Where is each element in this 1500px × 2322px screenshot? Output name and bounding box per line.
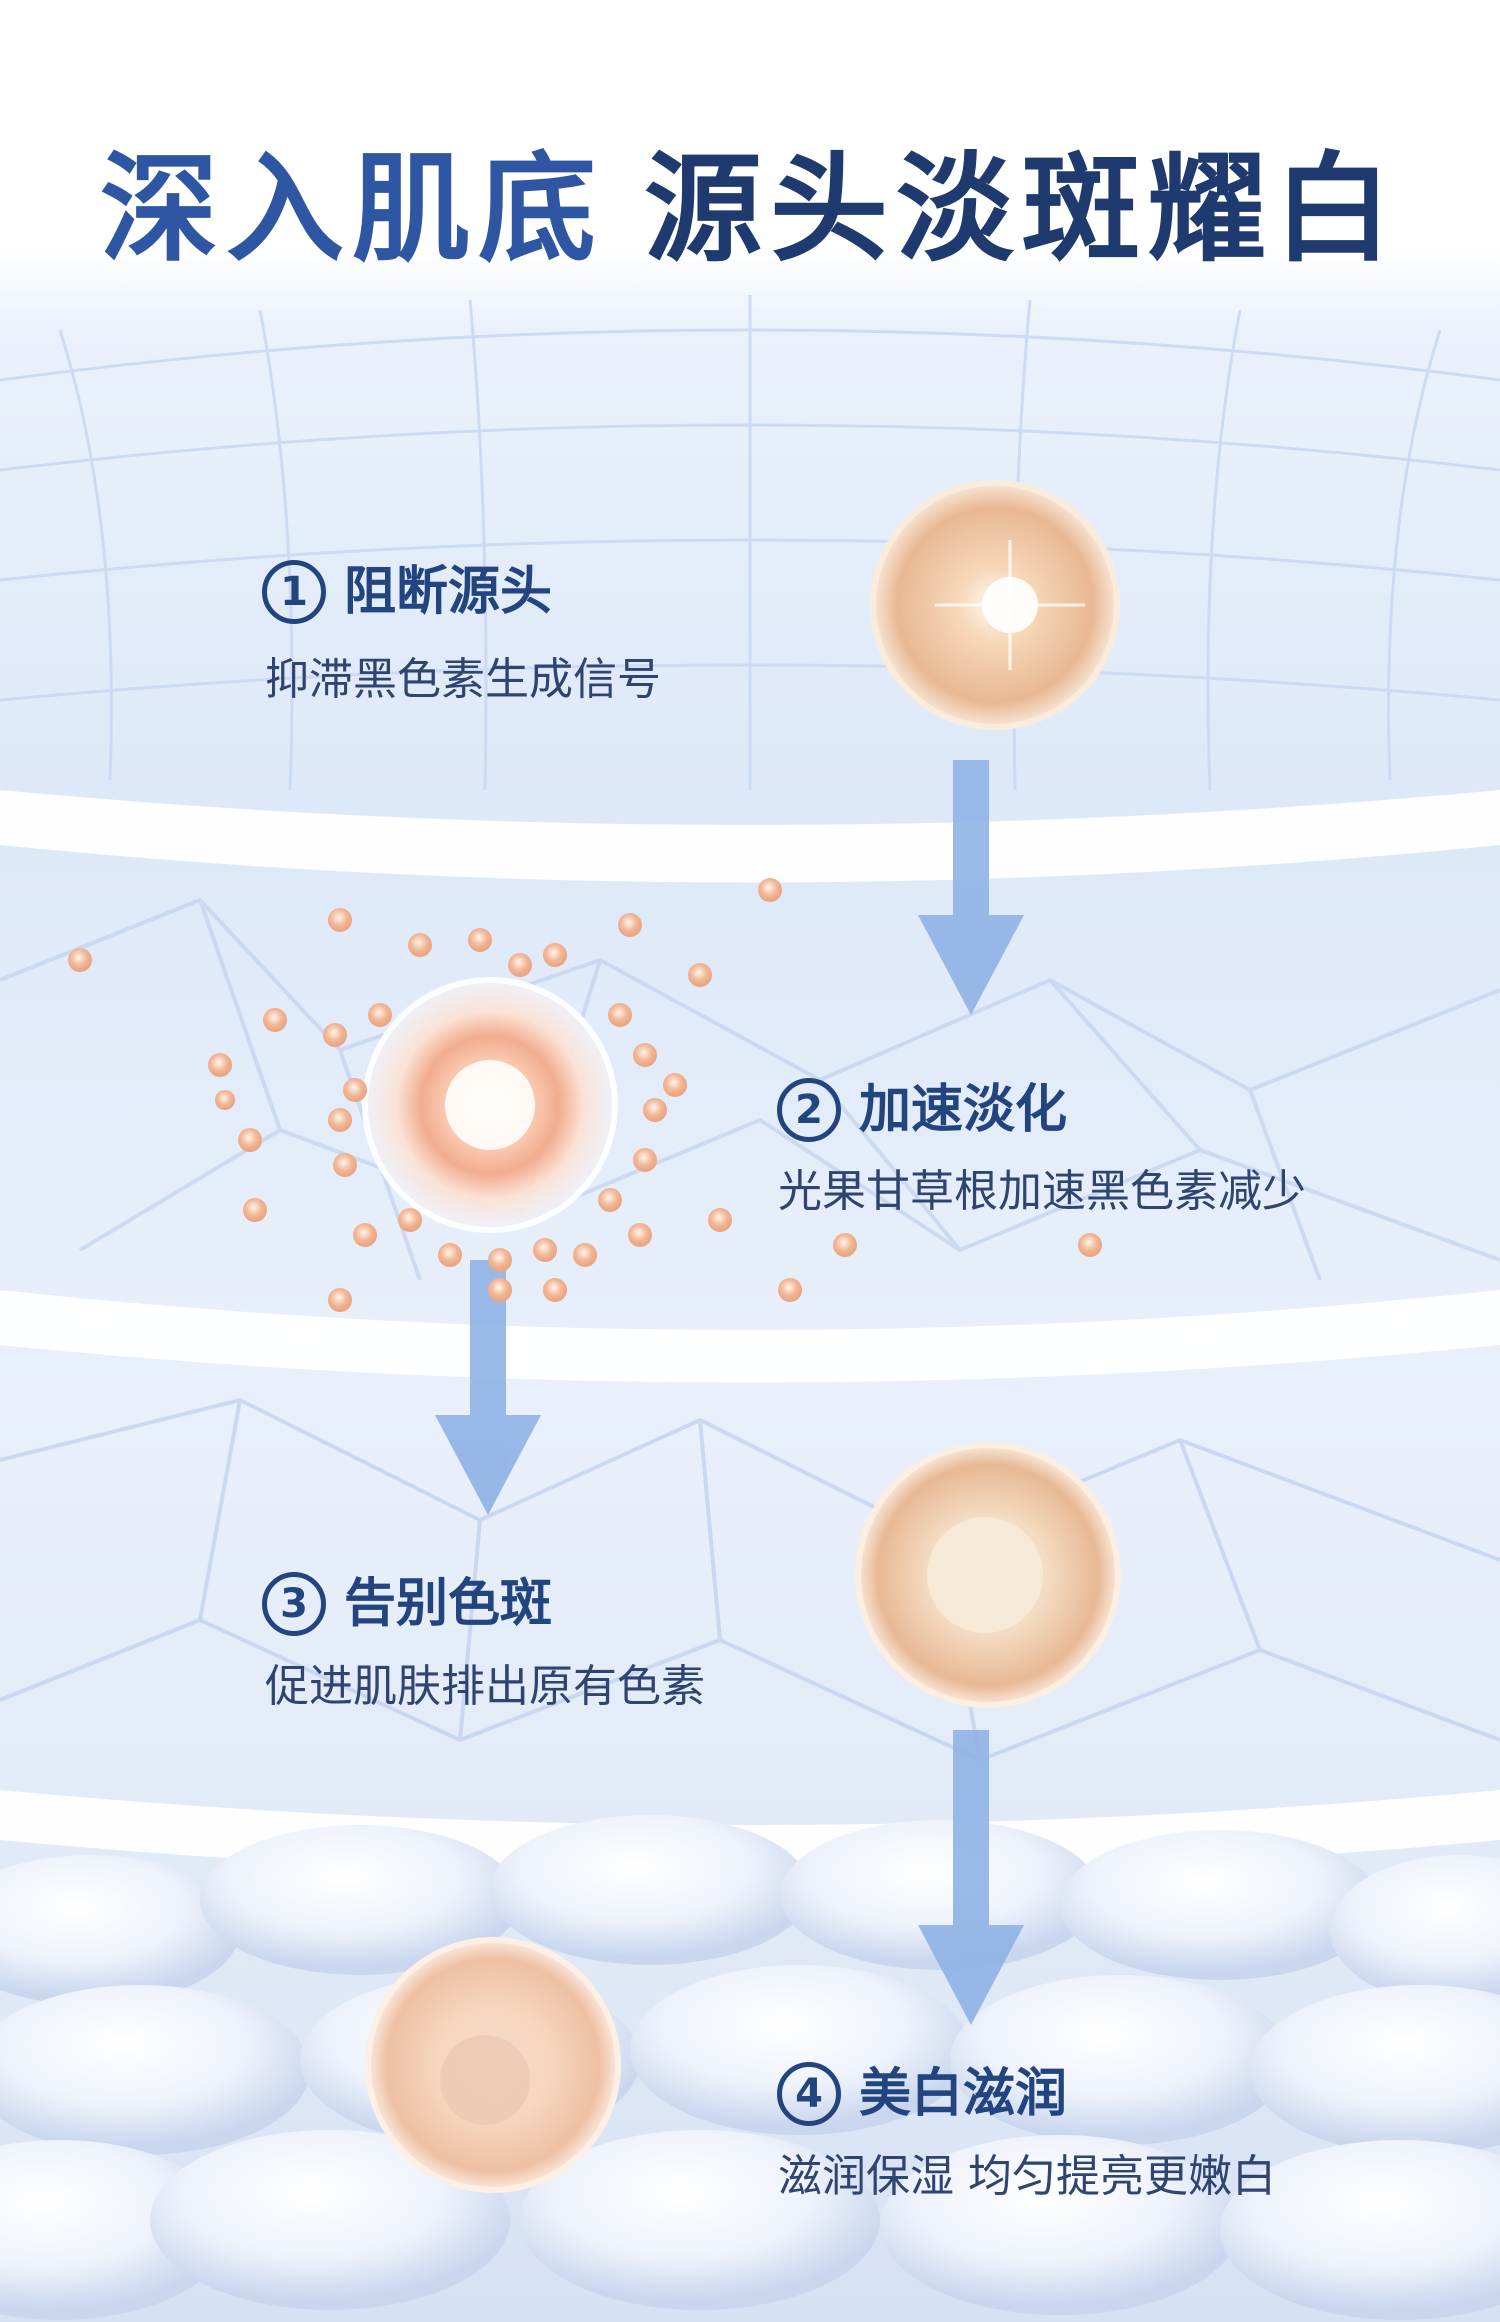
step-4-description: 滋润保湿 均匀提亮更嫩白	[778, 2151, 1276, 2202]
layer-2-texture	[0, 897, 1500, 1281]
sphere-orb-icon	[855, 1442, 1121, 1708]
step-4-title: 4 美白滋润	[777, 2062, 1067, 2126]
circled-number-icon: 3	[262, 1572, 326, 1636]
circled-number-icon: 4	[777, 2062, 841, 2126]
sphere-orb-icon	[362, 977, 618, 1233]
down-arrow-icon	[918, 760, 1024, 1015]
sphere-orb-icon	[870, 480, 1120, 730]
circled-number-icon: 1	[262, 560, 326, 624]
step-3-description: 促进肌肤排出原有色素	[265, 1661, 705, 1712]
layer-1-texture	[0, 295, 1500, 791]
layer-3-texture	[0, 1397, 1500, 1763]
step-1-title: 1 阻断源头	[262, 560, 552, 624]
down-arrow-icon	[435, 1260, 541, 1515]
sphere-orb-icon	[365, 1937, 621, 2193]
circled-number-icon: 2	[777, 1078, 841, 1142]
step-4-label: 美白滋润	[859, 2064, 1068, 2124]
step-2-label: 加速淡化	[859, 1080, 1068, 1140]
layer-divider-1	[0, 790, 1500, 883]
title-part-2: 源头淡斑耀白	[644, 140, 1401, 278]
page-title: 深入肌底源头淡斑耀白	[0, 150, 1500, 268]
step-3-title: 3 告别色斑	[262, 1572, 552, 1636]
particle-dot-icon	[68, 878, 1102, 1312]
step-1-label: 阻断源头	[344, 562, 553, 622]
step-3-label: 告别色斑	[344, 1574, 553, 1634]
title-part-1: 深入肌底	[99, 140, 604, 278]
step-2-description: 光果甘草根加速黑色素减少	[778, 1166, 1306, 1217]
layer-divider-2	[0, 1290, 1500, 1383]
step-2-title: 2 加速淡化	[777, 1078, 1067, 1142]
down-arrow-icon	[918, 1730, 1024, 2025]
layer-4-cells	[0, 1815, 1500, 2320]
step-1-description: 抑滞黑色素生成信号	[265, 654, 661, 705]
